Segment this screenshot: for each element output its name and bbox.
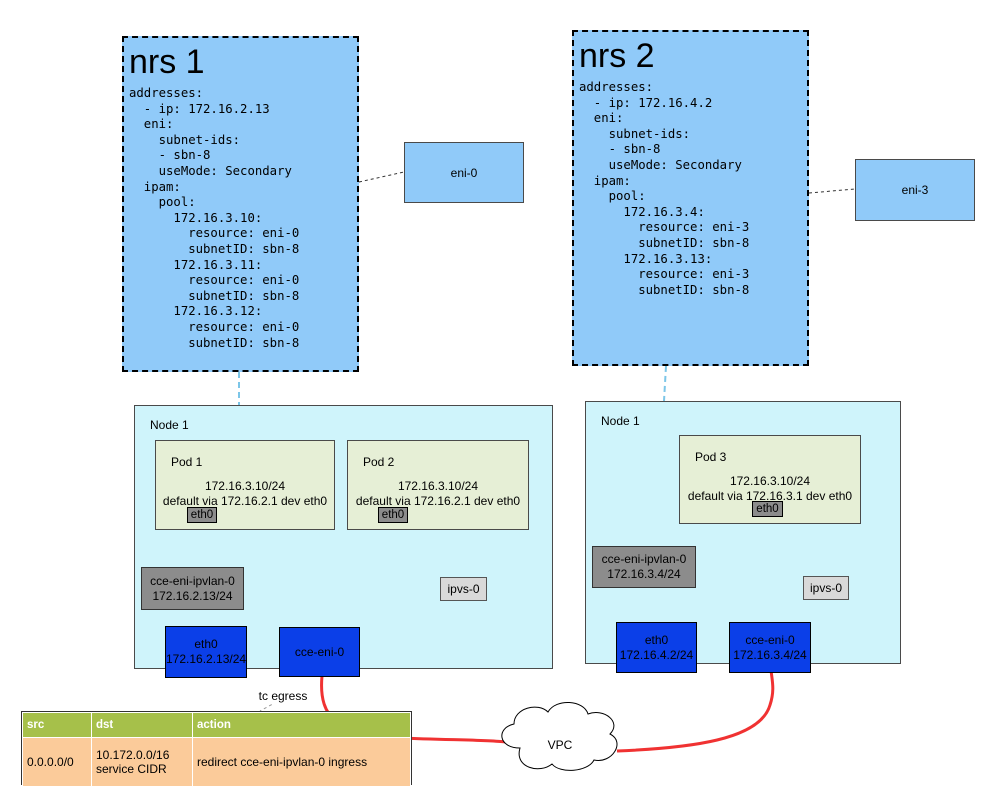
node2-eth0-name: eth0 (644, 632, 669, 647)
pod1-address: 172.16.3.10/24 default via 172.16.2.1 de… (156, 479, 334, 509)
nrs2-eni3-link (808, 188, 856, 194)
tc-rule-table-grid: src dst action 0.0.0.0/0 10.172.0.0/16 s… (22, 712, 411, 787)
node2-ipvs-box: ipvs-0 (803, 576, 849, 600)
node2-eth0-ip: 172.16.4.2/24 (619, 647, 694, 662)
nrs1-panel: nrs 1 addresses: - ip: 172.16.2.13 eni: … (122, 36, 359, 372)
vpc-label: VPC (547, 738, 573, 752)
node1-ipvlan-name: cce-eni-ipvlan-0 (150, 573, 235, 588)
pod1-eth0: eth0 (187, 507, 217, 523)
pod3-route: default via 172.16.3.1 dev eth0 (687, 489, 853, 503)
eni-3-box: eni-3 (855, 159, 975, 221)
node2-ipvlan-name: cce-eni-ipvlan-0 (601, 552, 687, 566)
table-header-action: action (192, 712, 411, 738)
pod2-label: Pod 2 (363, 455, 395, 469)
node2-cce-eni-box: cce-eni-0 172.16.3.4/24 (729, 622, 811, 673)
node2-ipvlan-ip: 172.16.3.4/24 (607, 567, 681, 581)
eni-0-label: eni-0 (450, 165, 478, 180)
eni-3-label: eni-3 (901, 183, 929, 197)
pod2-route: default via 172.16.2.1 dev eth0 (355, 494, 521, 508)
pod1-route: default via 172.16.2.1 dev eth0 (162, 494, 328, 508)
nrs1-yaml: addresses: - ip: 172.16.2.13 eni: subnet… (129, 86, 300, 350)
pod1-ip: 172.16.3.10/24 (204, 479, 286, 493)
pod1-box: Pod 1 172.16.3.10/24 default via 172.16.… (155, 440, 335, 530)
node2-eth0-box: eth0 172.16.4.2/24 (616, 622, 697, 673)
node2-cce-eni-ip: 172.16.3.4/24 (733, 647, 807, 662)
table-header-src: src (22, 712, 92, 738)
table-cell-dst-line2: service CIDR (96, 762, 167, 776)
node2-label: Node 1 (601, 414, 640, 428)
eni-0-box: eni-0 (404, 142, 524, 203)
table-cell-action: redirect cce-eni-ipvlan-0 ingress (192, 737, 411, 787)
pod3-ip: 172.16.3.10/24 (729, 474, 811, 488)
table-row: 0.0.0.0/0 10.172.0.0/16 service CIDR red… (22, 737, 411, 787)
pod2-address: 172.16.3.10/24 default via 172.16.2.1 de… (348, 479, 528, 509)
pod3-label: Pod 3 (695, 450, 727, 464)
pod2-ip: 172.16.3.10/24 (397, 479, 479, 493)
table-cell-dst-line1: 10.172.0.0/16 (96, 748, 170, 762)
node1-ipvs-box: ipvs-0 (440, 577, 487, 601)
pod1-label: Pod 1 (171, 455, 203, 469)
pod3-address: 172.16.3.10/24 default via 172.16.3.1 de… (680, 474, 860, 504)
nrs1-title: nrs 1 (129, 43, 205, 81)
table-cell-src: 0.0.0.0/0 (22, 737, 92, 787)
node2-ipvlan-box: cce-eni-ipvlan-0 172.16.3.4/24 (592, 546, 696, 588)
nrs2-panel: nrs 2 addresses: - ip: 172.16.4.2 eni: s… (572, 30, 809, 366)
pod2-eth0: eth0 (378, 507, 408, 523)
node1-ipvlan-box: cce-eni-ipvlan-0 172.16.2.13/24 (141, 567, 244, 610)
table-header-row: src dst action (22, 712, 411, 738)
nrs2-title: nrs 2 (579, 37, 655, 75)
node1-eth0-box: eth0 172.16.2.13/24 (165, 626, 247, 678)
cce-vpc-route-right (616, 669, 775, 753)
node1-cce-eni-name: cce-eni-0 (294, 644, 345, 659)
node1-label: Node 1 (150, 418, 189, 432)
nrs2-yaml: addresses: - ip: 172.16.4.2 eni: subnet-… (579, 80, 750, 297)
node1-ipvlan-ip: 172.16.2.13/24 (152, 588, 233, 603)
node1-cce-eni-box: cce-eni-0 (279, 627, 360, 677)
nrs2-node2-link (663, 365, 667, 402)
node2-cce-eni-name: cce-eni-0 (745, 632, 795, 647)
tc-rule-table: src dst action 0.0.0.0/0 10.172.0.0/16 s… (21, 711, 412, 787)
node1-eth0-ip: 172.16.2.13/24 (166, 652, 247, 666)
table-cell-dst: 10.172.0.0/16 service CIDR (91, 737, 193, 787)
tc-egress-label: tc egress (248, 688, 318, 704)
table-header-dst: dst (91, 712, 193, 738)
pod3-eth0: eth0 (752, 501, 783, 517)
nrs1-eni0-link (358, 171, 405, 183)
node1-eth0-name: eth0 (194, 637, 218, 651)
pod2-box: Pod 2 172.16.3.10/24 default via 172.16.… (347, 440, 529, 530)
